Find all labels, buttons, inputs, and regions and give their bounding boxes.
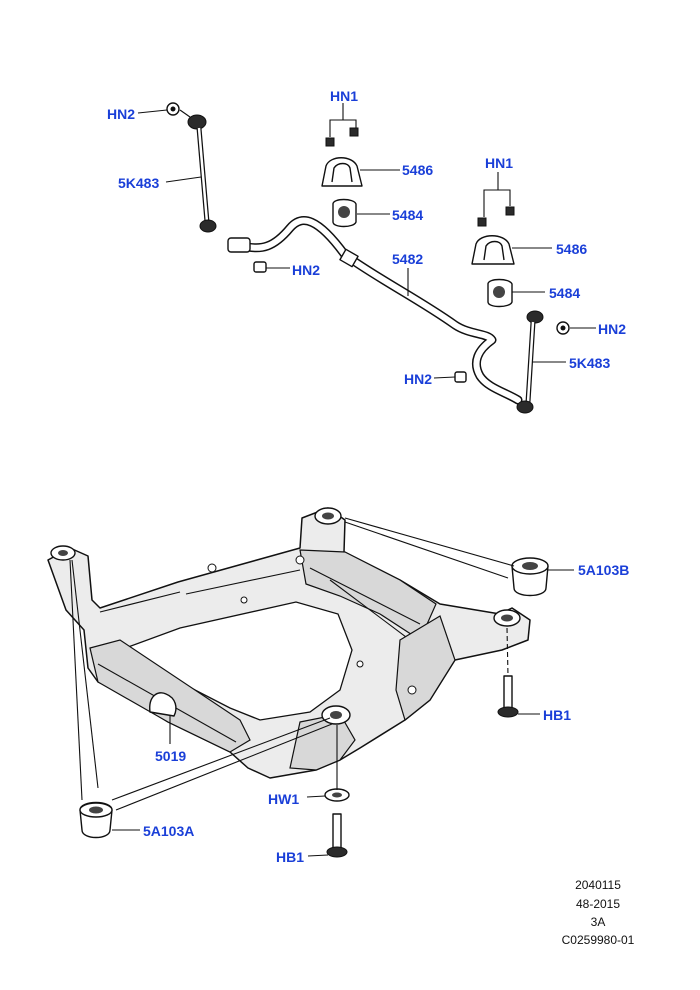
callout-5482: 5482 [392, 251, 423, 267]
stabilizer-bar [227, 216, 523, 405]
bush-5a103a [79, 801, 113, 839]
leader-lines-lower [69, 517, 574, 857]
callout-hn1-a: HN1 [330, 88, 358, 104]
ref-line-4: C0259980-01 [562, 933, 635, 947]
bolt-hb1-right [497, 675, 519, 718]
callout-hw1: HW1 [268, 791, 299, 807]
drop-link-right [516, 310, 544, 414]
callout-5k483-right: 5K483 [569, 355, 610, 371]
nut-hn2-low [454, 371, 467, 383]
callout-5019: 5019 [155, 748, 186, 764]
washer-hw1 [324, 788, 350, 802]
nut-hn2-top [166, 102, 180, 116]
nut-hn2-mid [253, 261, 267, 273]
nut-hn2-right [556, 321, 570, 335]
callout-5486-b: 5486 [556, 241, 587, 257]
bush-5a103b [511, 557, 549, 597]
callout-5486-a: 5486 [402, 162, 433, 178]
front-subframe [47, 507, 531, 779]
leader-lines-upper [137, 103, 596, 379]
ref-line-2: 48-2015 [576, 897, 620, 911]
clamp-5486-b [471, 206, 515, 265]
bushing-5484-b [487, 278, 513, 308]
reference-block: 2040115 48-2015 3A C0259980-01 [562, 878, 635, 947]
callout-hn2-low: HN2 [404, 371, 432, 387]
callout-hb1-bottom: HB1 [276, 849, 304, 865]
callout-hb1-right: HB1 [543, 707, 571, 723]
callout-5484-b: 5484 [549, 285, 580, 301]
callout-hn1-b: HN1 [485, 155, 513, 171]
callout-5a103b: 5A103B [578, 562, 629, 578]
callout-5k483-left: 5K483 [118, 175, 159, 191]
ref-line-3: 3A [591, 915, 606, 929]
callout-5a103a: 5A103A [143, 823, 194, 839]
callout-hn2-right: HN2 [598, 321, 626, 337]
clip-5019 [149, 692, 177, 717]
ref-line-1: 2040115 [575, 878, 621, 892]
clamp-5486-a [321, 127, 363, 187]
drop-link-left [187, 114, 217, 233]
callout-hn2-mid: HN2 [292, 262, 320, 278]
callout-5484-a: 5484 [392, 207, 423, 223]
callout-hn2-top: HN2 [107, 106, 135, 122]
bushing-5484-a [332, 198, 357, 228]
bolt-hb1-bottom [326, 813, 348, 858]
